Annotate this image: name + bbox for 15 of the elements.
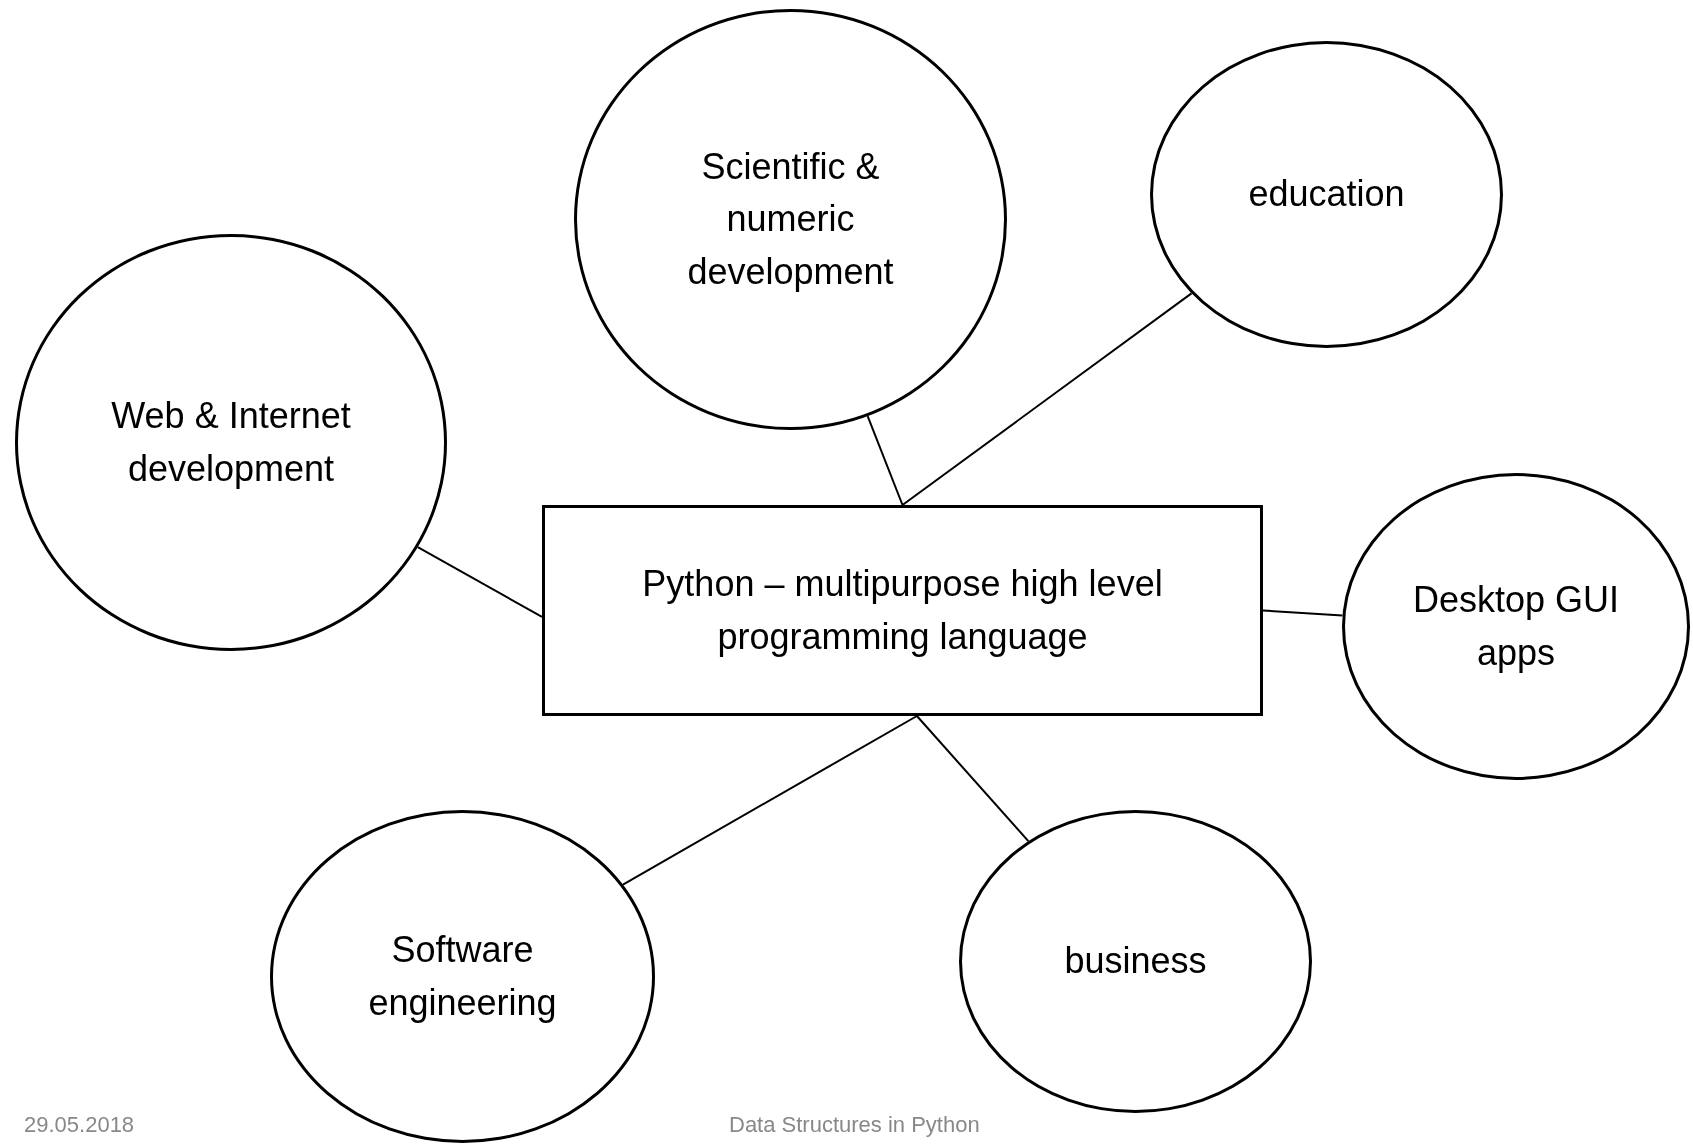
connector-line xyxy=(915,715,1030,843)
central-box xyxy=(542,505,1263,716)
node-text: Desktop GUI apps xyxy=(1411,578,1621,675)
connector-line xyxy=(901,292,1193,506)
node-text: Scientific & numeric development xyxy=(686,145,895,294)
node-text: Software engineering xyxy=(367,928,558,1025)
connector-line xyxy=(1262,609,1344,617)
connector-line xyxy=(866,415,904,506)
node-text: Python – multipurpose high level programming language xyxy=(641,562,1164,659)
footer-text: Data Structures in Python xyxy=(729,1112,980,1138)
footer-text: 29.05.2018 xyxy=(24,1112,135,1138)
node-text: education xyxy=(1248,172,1405,217)
connector-line xyxy=(416,546,543,618)
node-text: Web & Internet development xyxy=(110,394,352,491)
node-text: business xyxy=(1064,939,1207,984)
